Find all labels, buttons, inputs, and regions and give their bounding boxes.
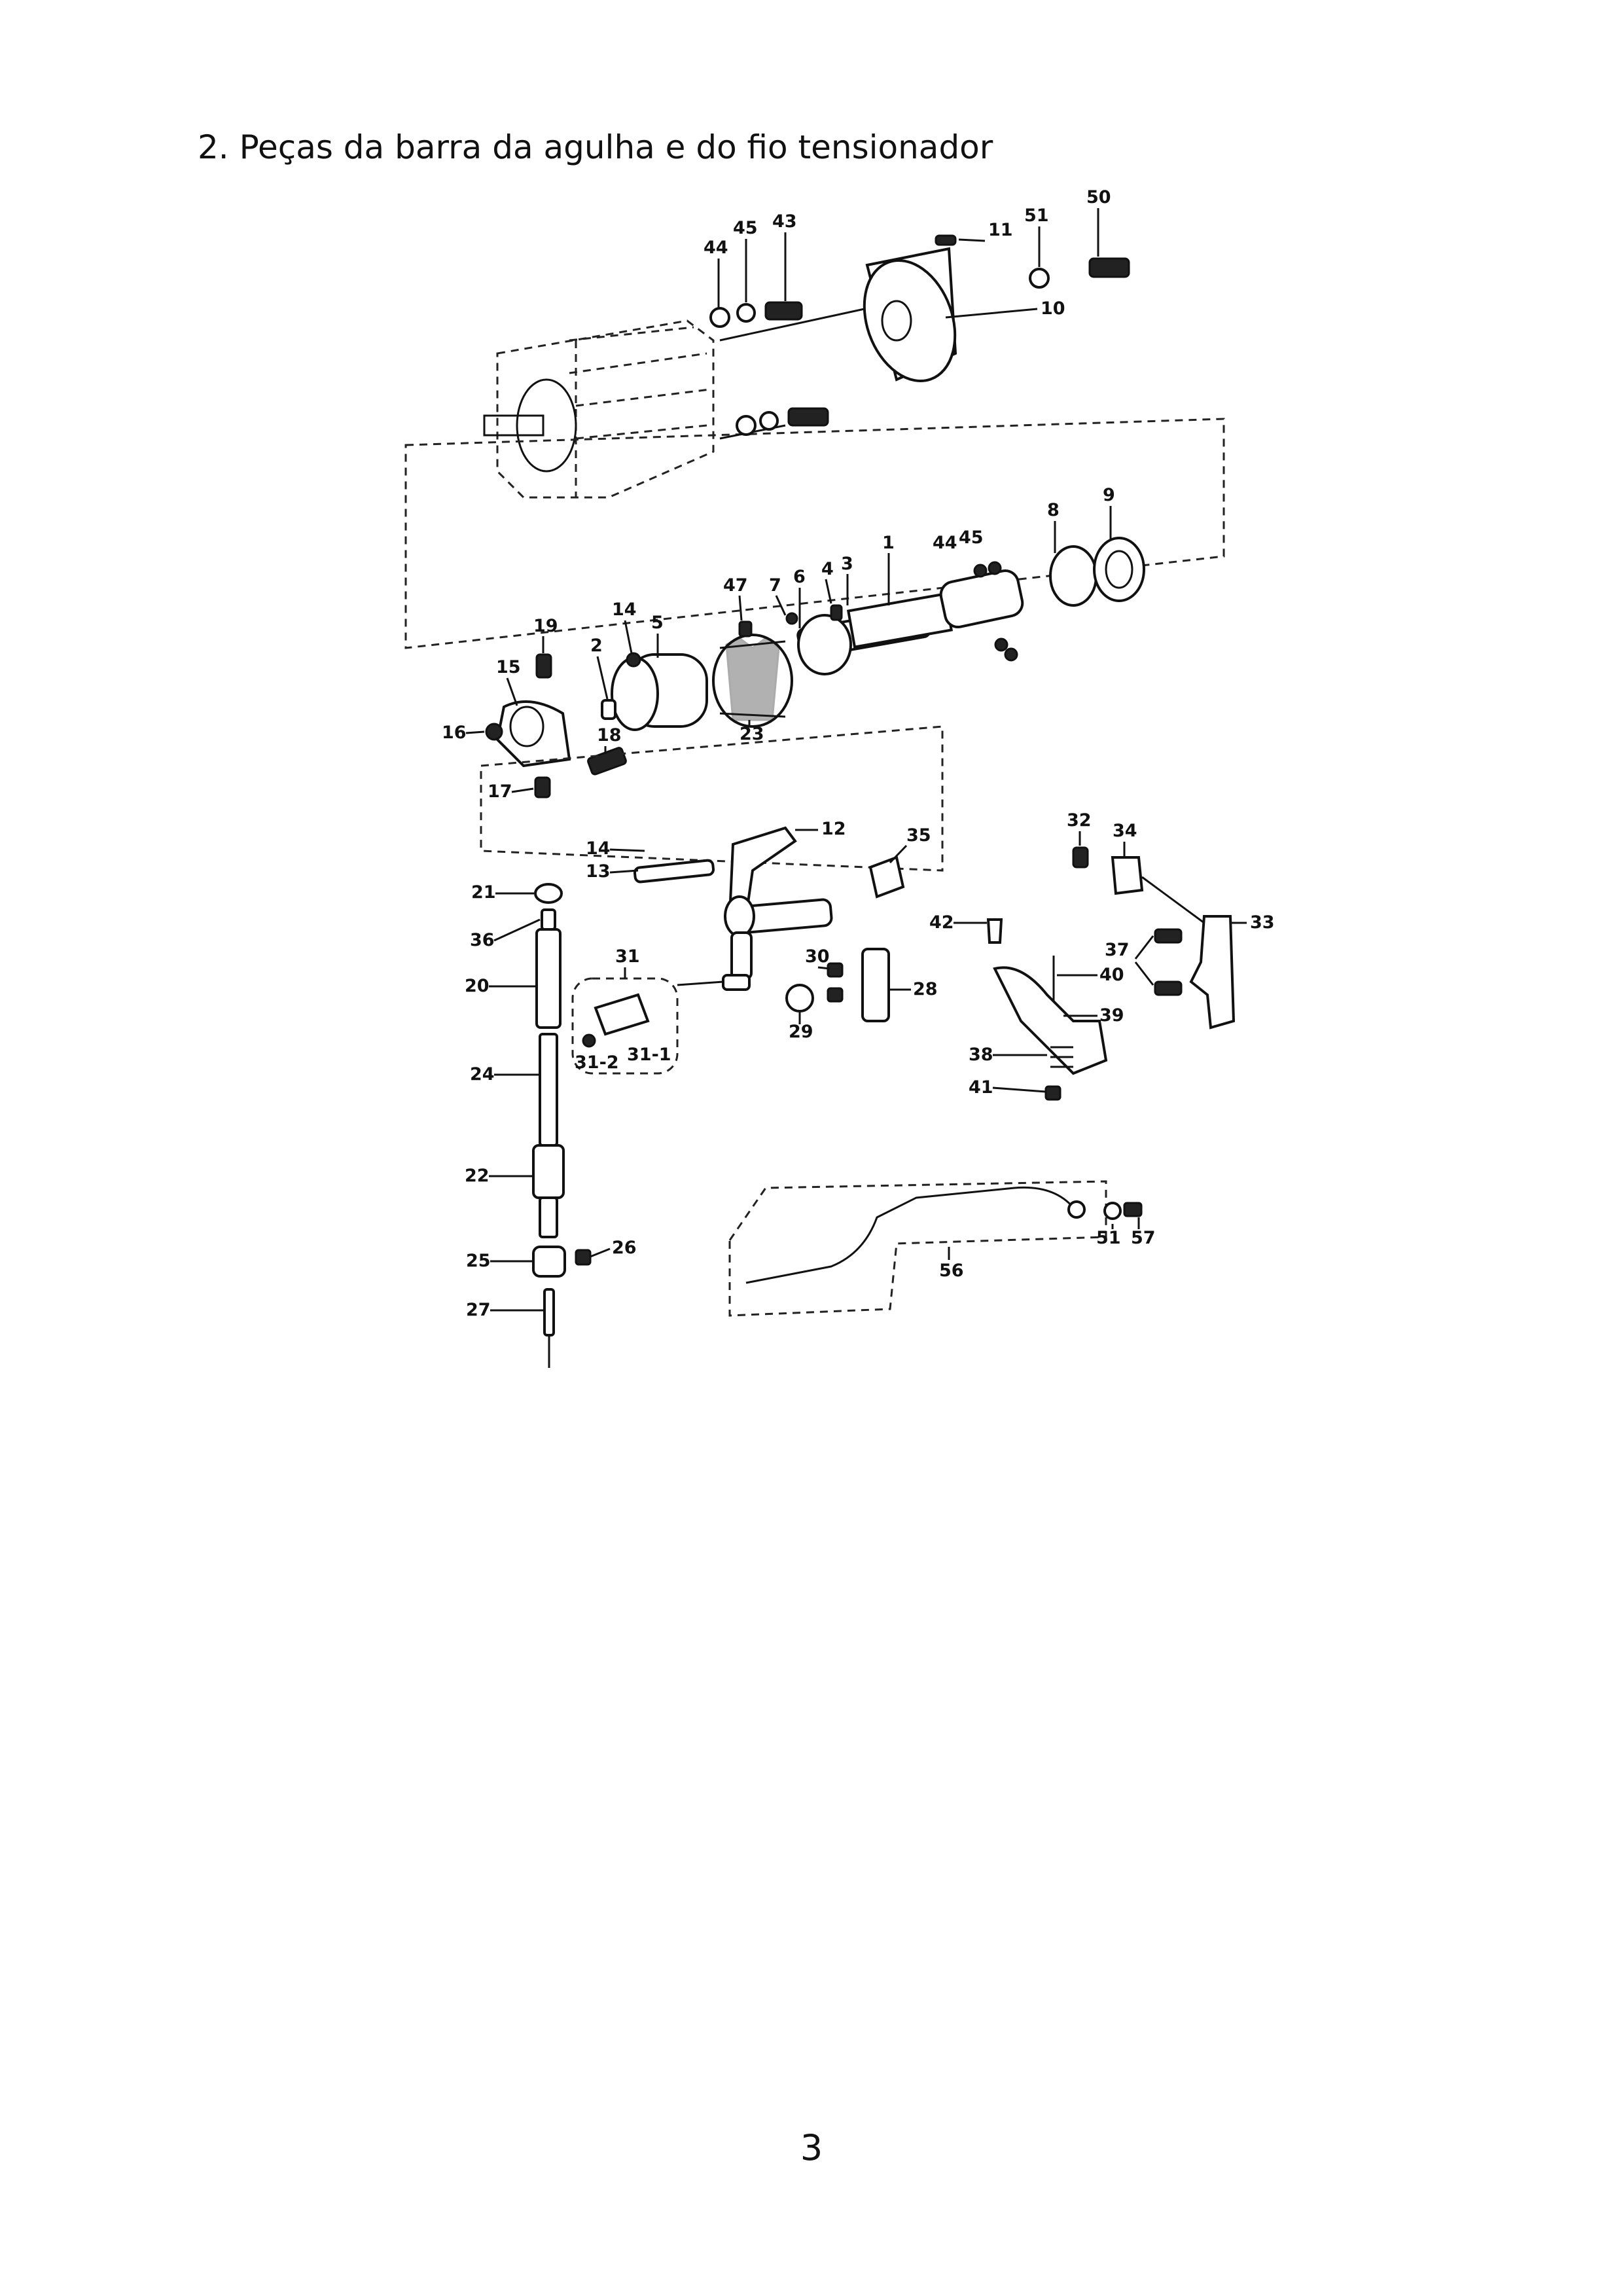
shaft-boundary-box	[404, 418, 1225, 649]
callout-6: 6	[793, 567, 806, 587]
callout-24: 24	[470, 1064, 495, 1085]
linkage-boundary-box	[480, 725, 944, 872]
callout-51-bottom: 51	[1096, 1228, 1121, 1248]
callout-3: 3	[841, 554, 853, 574]
callout-31-2: 31-2	[575, 1052, 619, 1073]
callout-16: 16	[442, 723, 467, 743]
callout-33: 33	[1250, 912, 1275, 933]
callout-52: 51	[1024, 206, 1049, 226]
callout-21: 21	[471, 882, 496, 903]
thread-tension-assembly	[986, 846, 1236, 1101]
callout-11: 11	[988, 220, 1013, 240]
eccentric-holder	[485, 653, 627, 798]
thread-guide-28	[861, 948, 890, 1022]
callout-25: 25	[466, 1251, 491, 1271]
callout-15: 15	[496, 657, 521, 677]
callout-8: 8	[1047, 500, 1060, 520]
needle-bar	[532, 883, 592, 1368]
screw-washer-set-top	[709, 301, 829, 436]
callout-34: 34	[1113, 821, 1137, 841]
thread-wire	[745, 1186, 1075, 1284]
screw-51-top	[1088, 257, 1130, 278]
callout-5: 5	[651, 613, 664, 633]
callout-50: 47	[723, 575, 748, 596]
callout-43: 44	[933, 533, 957, 553]
callout-labels: 44 45 43 11 51 50 10 1 44 45 8 9 47 7 6 …	[442, 187, 1275, 1320]
callout-2: 2	[590, 636, 603, 656]
callout-28: 28	[913, 979, 938, 999]
callout-39: 39	[1099, 1005, 1124, 1026]
needle-bar-crank	[633, 826, 833, 991]
callout-1: 1	[882, 533, 895, 553]
callout-47: 45	[733, 218, 758, 238]
callout-30: 30	[805, 946, 830, 967]
callout-10: 10	[1041, 298, 1065, 319]
main-shaft-assembly	[611, 537, 1145, 731]
callout-4: 4	[821, 559, 834, 579]
nut-29	[785, 984, 814, 1013]
callout-13: 13	[586, 861, 611, 882]
callout-22: 22	[465, 1166, 490, 1186]
callout-19: 19	[533, 616, 558, 636]
callout-23: 23	[740, 724, 764, 744]
callout-14-top: 14	[612, 600, 637, 620]
callout-7: 7	[769, 575, 781, 596]
callout-35: 35	[906, 825, 931, 846]
callout-37: 37	[1105, 940, 1130, 960]
callout-31: 31	[615, 946, 640, 967]
washer-52	[1029, 268, 1050, 289]
callout-40: 40	[1099, 965, 1124, 985]
motor-housing	[483, 319, 715, 499]
callout-20: 20	[465, 976, 490, 996]
callout-32: 32	[1067, 810, 1092, 831]
pulley	[863, 247, 957, 382]
callout-38: 38	[969, 1045, 993, 1065]
callout-36: 36	[470, 930, 495, 950]
callout-18: 18	[597, 725, 622, 745]
callout-31-1: 31-1	[627, 1045, 671, 1065]
callout-27: 26	[612, 1238, 637, 1258]
callout-12: 12	[821, 819, 846, 839]
detail-box-56	[728, 1180, 1107, 1317]
callout-51-top: 50	[1086, 187, 1111, 207]
callout-26: 27	[466, 1300, 491, 1320]
callout-9: 9	[1103, 485, 1115, 505]
callout-57: 57	[1131, 1228, 1156, 1248]
callout-17: 17	[488, 781, 512, 802]
callout-29: 29	[789, 1022, 813, 1042]
thread-guide-35	[868, 855, 905, 899]
pin-11	[935, 234, 957, 246]
page-number: 3	[800, 2127, 823, 2168]
callout-46: 44	[704, 238, 728, 258]
callout-42: 42	[929, 912, 954, 933]
callout-45: 43	[772, 211, 797, 232]
callout-56: 56	[939, 1261, 964, 1281]
callout-14-crank: 14	[586, 838, 611, 859]
page-title: 2. Peças da barra da agulha e do fio ten…	[198, 128, 993, 166]
callout-44: 45	[959, 528, 984, 548]
callout-41: 41	[969, 1077, 993, 1098]
